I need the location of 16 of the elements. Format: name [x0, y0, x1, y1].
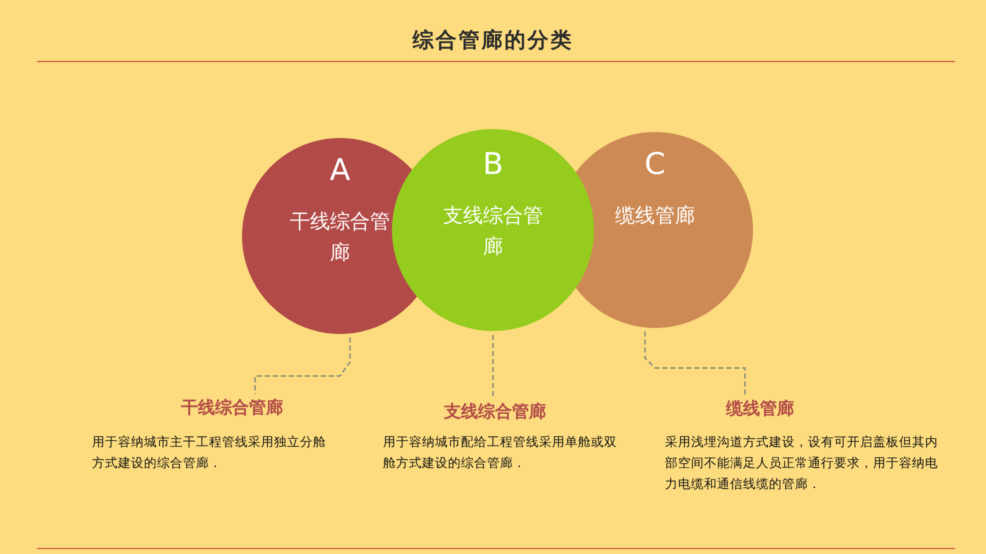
description-text: 采用浅埋沟道方式建设，设有可开启盖板但其内部空间不能满足人员正常通行要求，用于容纳电力电缆和通信线缆的管廊． — [665, 433, 939, 493]
category-heading: 干线综合管廊 — [181, 397, 283, 419]
description-text: 用于容纳城市配给工程管线采用单舱或双舱方式建设的综合管廊． — [383, 433, 618, 472]
leader-line — [492, 335, 494, 398]
category-heading: 支线综合管廊 — [444, 401, 546, 423]
category-name: 干线综合管廊 — [289, 208, 391, 266]
category-heading: 缆线管廊 — [726, 398, 794, 420]
category-name: 支线综合管廊 — [442, 202, 544, 260]
description-text: 用于容纳城市主干工程管线采用独立分舱方式建设的综合管廊． — [92, 433, 327, 472]
category-name: 缆线管廊 — [614, 202, 696, 229]
category-letter: A — [328, 153, 352, 188]
leader-line — [254, 338, 351, 394]
category-letter: B — [482, 147, 504, 182]
category-letter: C — [644, 147, 666, 182]
leader-line — [644, 332, 746, 395]
title: 综合管廊的分类 — [411, 27, 574, 54]
